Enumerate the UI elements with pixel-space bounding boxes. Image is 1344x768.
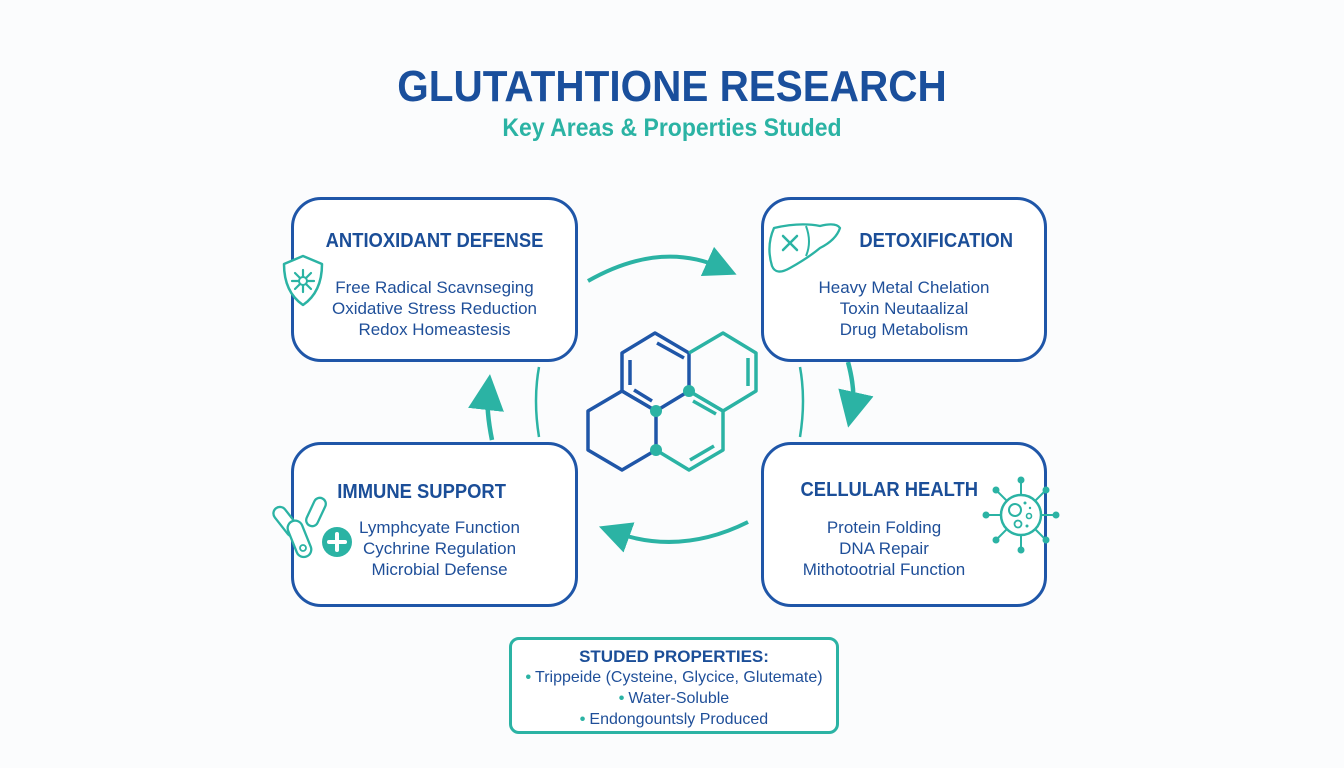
card-title: CELLULAR HEALTH: [800, 479, 979, 501]
bullet: •: [579, 711, 586, 728]
card-item: Oxidative Stress Reduction: [331, 299, 538, 318]
studied-properties-box: STUDED PROPERTIES: •Trippeide (Cysteine,…: [509, 637, 839, 734]
card-item: Cychrine Regulation: [362, 539, 517, 558]
connector-right: [798, 366, 805, 438]
card-item: Redox Homeastesis: [358, 320, 511, 339]
card-item: Microbial Defense: [371, 560, 508, 579]
arrow-right: [838, 361, 874, 428]
properties-title: STUDED PROPERTIES:: [579, 647, 769, 666]
card-items: Free Radical Scavnseging Oxidative Stres…: [294, 277, 575, 340]
card-item: Drug Metabolism: [839, 320, 969, 339]
card-item: Protein Folding: [826, 518, 942, 537]
card-items: Heavy Metal Chelation Toxin Neutaalizal …: [764, 277, 1044, 340]
bullet: •: [618, 690, 625, 707]
card-title: ANTIOXIDANT DEFENSE: [325, 230, 544, 252]
card-item: Heavy Metal Chelation: [818, 278, 990, 297]
card-antioxidant-defense: ANTIOXIDANT DEFENSE Free Radical Scavnse…: [291, 197, 578, 362]
card-title: IMMUNE SUPPORT: [337, 481, 506, 503]
connector-left: [534, 366, 541, 438]
property-text: Endongountsly Produced: [589, 711, 769, 728]
card-items: Protein Folding DNA Repair Mithotootrial…: [764, 517, 1044, 580]
card-immune-support: IMMUNE SUPPORT Lymphcyate Function Cychr…: [291, 442, 578, 607]
property-item: •Trippeide (Cysteine, Glycice, Glutemate…: [512, 667, 836, 688]
property-text: Trippeide (Cysteine, Glycice, Glutemate): [535, 669, 823, 686]
card-title: DETOXIFICATION: [859, 230, 1014, 252]
card-items: Lymphcyate Function Cychrine Regulation …: [294, 517, 575, 580]
property-item: •Water-Soluble: [512, 688, 836, 709]
card-item: Toxin Neutaalizal: [839, 299, 969, 318]
page-title: GLUTATHTIONE RESEARCH: [397, 62, 947, 111]
arrow-top: [587, 246, 737, 283]
card-item: DNA Repair: [839, 539, 929, 558]
card-item: Free Radical Scavnseging: [335, 278, 534, 297]
card-item: Lymphcyate Function: [359, 518, 520, 537]
card-item: Mithotootrial Function: [802, 560, 966, 579]
property-text: Water-Soluble: [628, 690, 730, 707]
page-subtitle: Key Areas & Properties Studed: [502, 114, 842, 142]
arrow-left: [468, 374, 504, 441]
arrow-bottom: [598, 520, 749, 553]
bullet: •: [525, 669, 532, 686]
property-item: •Endongountsly Produced: [512, 709, 836, 730]
card-cellular-health: CELLULAR HEALTH Protein Folding DNA Repa…: [761, 442, 1047, 607]
